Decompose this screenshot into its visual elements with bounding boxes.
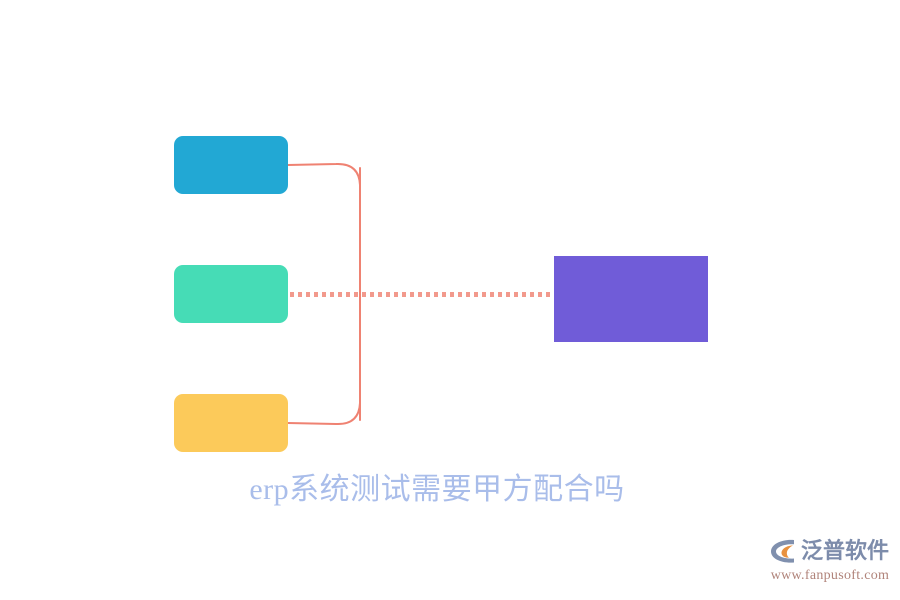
connector-blue-to-trunk bbox=[287, 162, 361, 196]
connector-yellow-to-trunk bbox=[287, 392, 361, 426]
left-node-green[interactable] bbox=[174, 265, 288, 323]
page-title: erp系统测试需要甲方配合吗 bbox=[249, 473, 625, 506]
watermark-brand-row: 泛普软件 bbox=[768, 534, 892, 568]
watermark: 泛普软件 www.fanpusoft.com bbox=[768, 534, 892, 590]
watermark-url: www.fanpusoft.com bbox=[770, 568, 890, 583]
left-node-yellow-label bbox=[174, 394, 288, 452]
left-node-blue[interactable] bbox=[174, 136, 288, 194]
left-node-green-label bbox=[174, 265, 288, 323]
right-node-purple-label bbox=[554, 256, 708, 342]
watermark-brand-name: 泛普软件 bbox=[801, 538, 890, 563]
left-node-blue-label bbox=[174, 136, 288, 194]
right-node-purple[interactable] bbox=[554, 256, 708, 342]
left-node-yellow[interactable] bbox=[174, 394, 288, 452]
fanpu-logo-icon bbox=[768, 536, 798, 566]
